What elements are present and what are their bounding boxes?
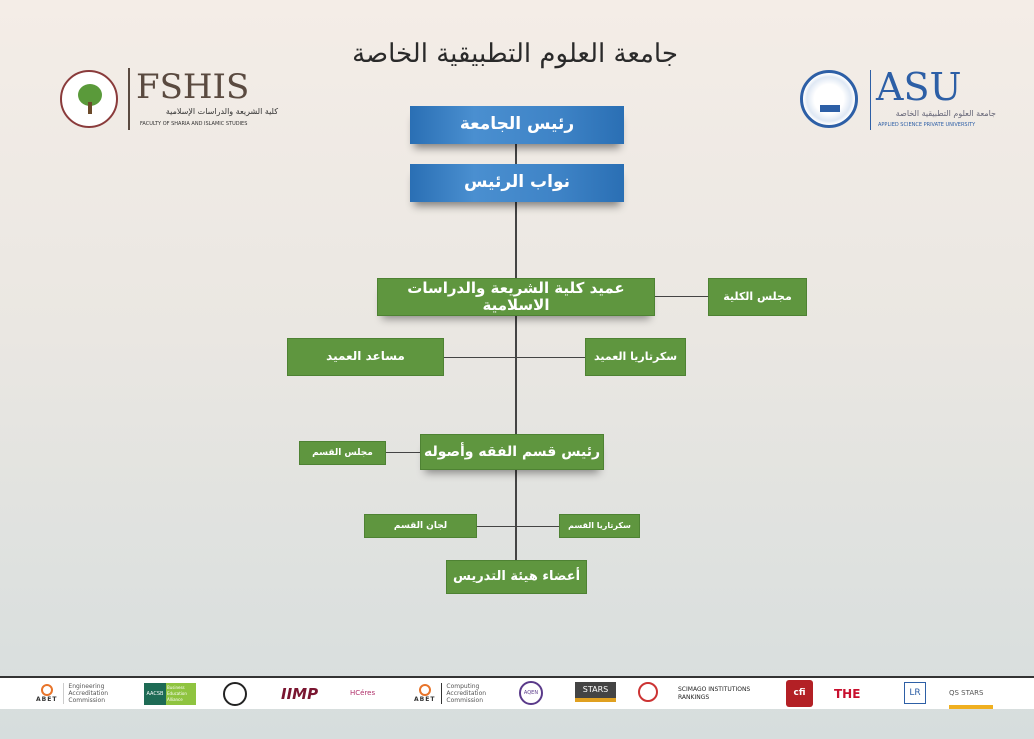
aacsb-logo: AACSB Business Education Alliance [144,683,196,705]
the-impact-logo: THE [834,686,861,701]
vice-presidents-box: نواب الرئيس [410,164,624,202]
connector-dept-council [386,452,420,453]
asu-arabic: جامعة العلوم التطبيقية الخاصة [895,109,996,118]
cfi-logo: cfi [786,680,813,707]
accreditation-bar: ABET Engineering Accreditation Commissio… [0,676,1034,709]
department-council-box: مجلس القسم [299,441,386,465]
globe-logo-icon [223,682,247,706]
department-head-box: رئيس قسم الفقه وأصوله [420,434,604,470]
fshis-arabic: كلية الشريعة والدراسات الإسلامية [165,107,278,116]
stars-logo: STARS [575,682,616,702]
faculty-council-box: مجلس الكلية [708,278,807,316]
asu-english: APPLIED SCIENCE PRIVATE UNIVERSITY [878,122,976,128]
asu-logo: ASU جامعة العلوم التطبيقية الخاصة APPLIE… [800,65,1000,132]
iimp-logo: IIMP [281,684,319,703]
abet-ring-icon [418,683,431,696]
dean-secretary-box: سكرتاريا العميد [585,338,686,376]
hceres-logo: HCéres [350,689,376,697]
assistant-dean-box: مساعد العميد [287,338,444,376]
connector-dean-staff [444,357,585,358]
lr-logo: LR [904,682,926,704]
connector-dept-staff [477,526,559,527]
badge-check-logo-icon [638,682,658,702]
abet-eac-logo: ABET Engineering Accreditation Commissio… [36,682,124,705]
university-title: جامعة العلوم التطبيقية الخاصة [352,39,678,69]
department-committees-box: لجان القسم [364,514,477,538]
asu-acronym: ASU [876,65,962,109]
dean-box: عميد كلية الشريعة والدراسات الاسلامية [377,278,655,316]
abet-ring-icon [40,683,53,696]
department-secretary-box: سكرتاريا القسم [559,514,640,538]
abet-cac-logo: ABET Computing Accreditation Commission [414,682,502,705]
qs-stars-logo: QS STARS [949,682,993,709]
aqen-logo: AQEN [519,681,543,705]
connector-main-vertical [515,144,517,562]
fshis-logo: FSHIS كلية الشريعة والدراسات الإسلامية F… [60,68,280,132]
fshis-acronym: FSHIS [136,67,250,107]
fshis-english: FACULTY OF SHARIA AND ISLAMIC STUDIES [140,121,248,127]
president-box: رئيس الجامعة [410,106,624,144]
faculty-members-box: أعضاء هيئة التدريس [446,560,587,594]
scimago-logo: SCIMAGO INSTITUTIONS RANKINGS [678,685,751,701]
fshis-seal-icon [60,70,118,128]
connector-dean-council [655,296,708,297]
asu-seal-icon [800,70,858,128]
